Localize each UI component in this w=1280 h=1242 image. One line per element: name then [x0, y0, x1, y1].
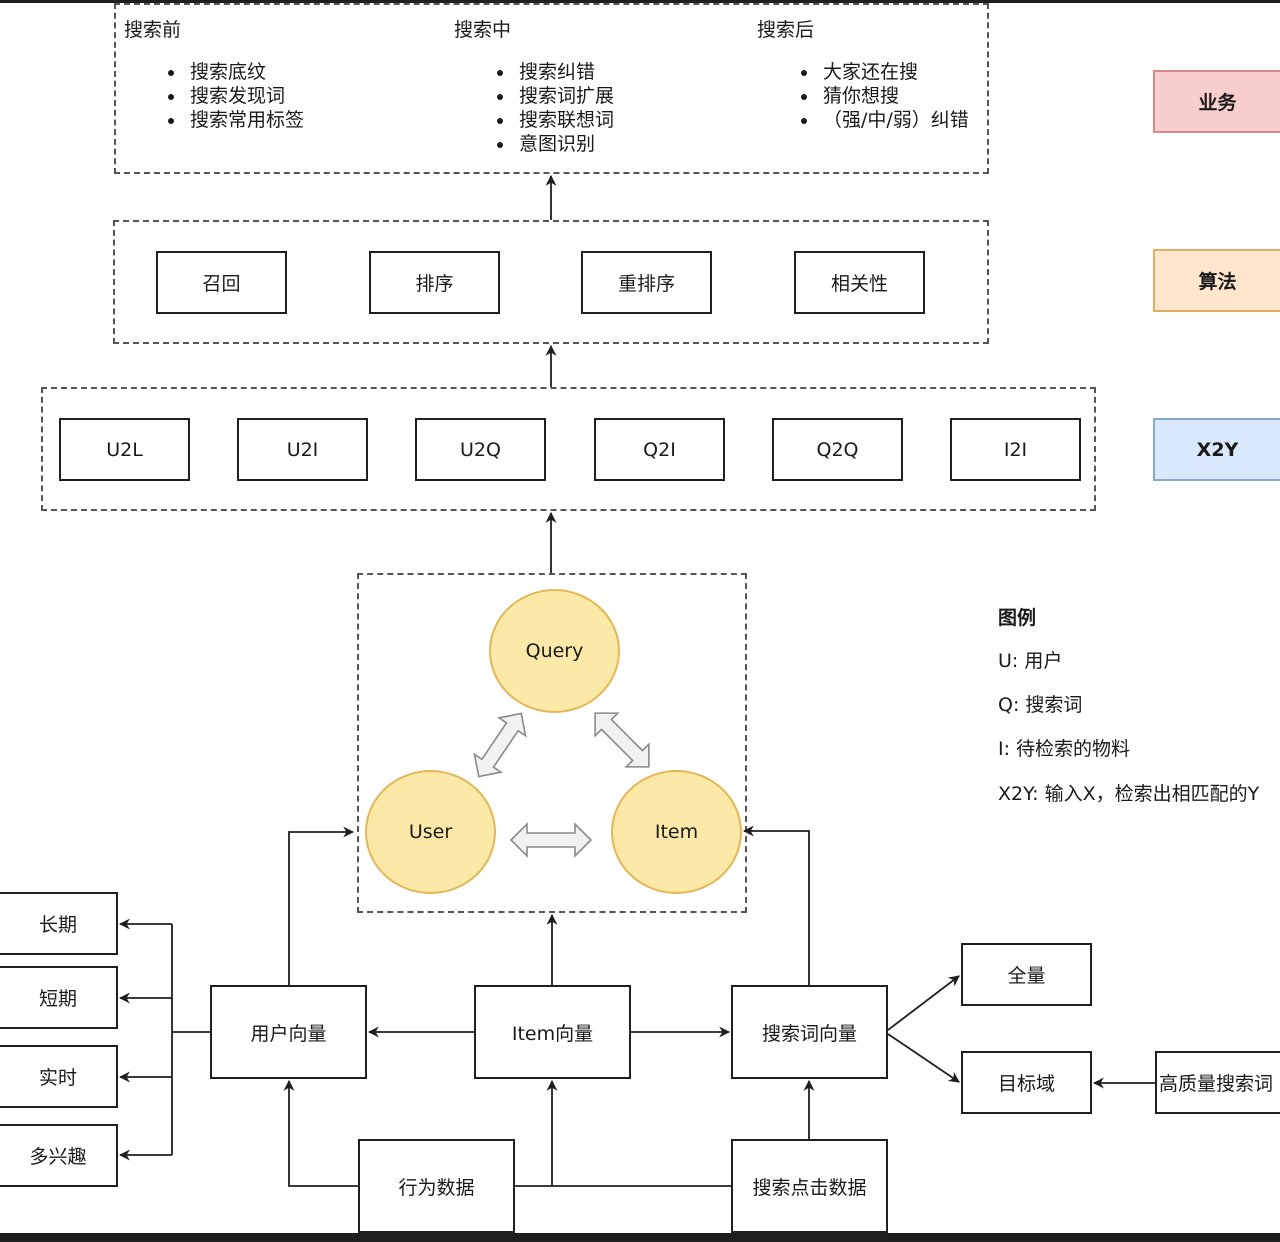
double-arrow-user-query [473, 712, 527, 778]
relevance-box: 相关性 [794, 251, 925, 314]
short-term-box: 短期 [0, 966, 118, 1029]
recall-box: 召回 [156, 251, 287, 314]
window-top-bar [0, 0, 1280, 3]
col-title-before: 搜索前 [124, 19, 182, 41]
list-item: 搜索发现词 [186, 84, 304, 108]
arrow-queryvec-to-item [742, 825, 810, 985]
layer-label-algorithm: 算法 [1153, 249, 1280, 312]
algorithm-group [113, 220, 989, 344]
query-circle: Query [489, 589, 620, 713]
list-during: 搜索纠错 搜索词扩展 搜索联想词 意图识别 [491, 60, 614, 156]
list-after: 大家还在搜 猜你想搜 （强/中/弱）纠错 [795, 60, 969, 132]
rank-box: 排序 [369, 251, 500, 314]
arrow-behavior-to-uservec [283, 1079, 358, 1187]
layer-label-x2y: X2Y [1153, 418, 1280, 481]
q2q-box: Q2Q [772, 418, 903, 481]
list-item: 意图识别 [515, 132, 614, 156]
full-box: 全量 [961, 943, 1092, 1006]
u2i-box: U2I [237, 418, 368, 481]
legend-u: U: 用户 [998, 650, 1063, 672]
u2q-box: U2Q [415, 418, 546, 481]
list-item: 猜你想搜 [819, 84, 969, 108]
double-arrow-user-item [509, 822, 593, 858]
col-title-after: 搜索后 [757, 19, 815, 41]
list-item: （强/中/弱）纠错 [819, 108, 969, 132]
list-item: 搜索联想词 [515, 108, 614, 132]
user-circle: User [365, 770, 496, 894]
list-item: 搜索纠错 [515, 60, 614, 84]
search-click-data-box: 搜索点击数据 [731, 1139, 888, 1233]
double-arrow-query-item [594, 712, 650, 768]
arrow-queryvec-to-target [887, 1033, 960, 1083]
query-vector-box: 搜索词向量 [731, 985, 888, 1079]
layer-label-business: 业务 [1153, 70, 1280, 133]
rerank-box: 重排序 [581, 251, 712, 314]
target-domain-box: 目标域 [961, 1051, 1092, 1114]
list-item: 大家还在搜 [819, 60, 969, 84]
col-title-during: 搜索中 [454, 19, 512, 41]
legend-title: 图例 [998, 607, 1037, 629]
legend-i: I: 待检索的物料 [998, 738, 1131, 760]
hq-queries-box: 高质量搜索词 [1155, 1051, 1280, 1114]
long-term-box: 长期 [0, 892, 118, 955]
realtime-box: 实时 [0, 1045, 118, 1108]
business-group [114, 3, 989, 174]
multi-interest-box: 多兴趣 [0, 1124, 118, 1187]
legend-x2y: X2Y: 输入X，检索出相匹配的Y [998, 783, 1260, 805]
list-item: 搜索词扩展 [515, 84, 614, 108]
item-circle: Item [611, 770, 742, 894]
behavior-data-box: 行为数据 [358, 1139, 515, 1233]
item-vector-box: Item向量 [474, 985, 631, 1079]
list-item: 搜索底纹 [186, 60, 304, 84]
u2l-box: U2L [59, 418, 190, 481]
entity-group [357, 573, 747, 913]
i2i-box: I2I [950, 418, 1081, 481]
window-bottom-bar [0, 1233, 1280, 1242]
arrow-queryvec-to-full [887, 975, 960, 1031]
x2y-group [41, 387, 1096, 511]
q2i-box: Q2I [594, 418, 725, 481]
arrow-uservec-to-entities [288, 826, 355, 985]
list-item: 搜索常用标签 [186, 108, 304, 132]
legend-q: Q: 搜索词 [998, 694, 1083, 716]
user-vector-box: 用户向量 [210, 985, 367, 1079]
list-before: 搜索底纹 搜索发现词 搜索常用标签 [162, 60, 304, 132]
